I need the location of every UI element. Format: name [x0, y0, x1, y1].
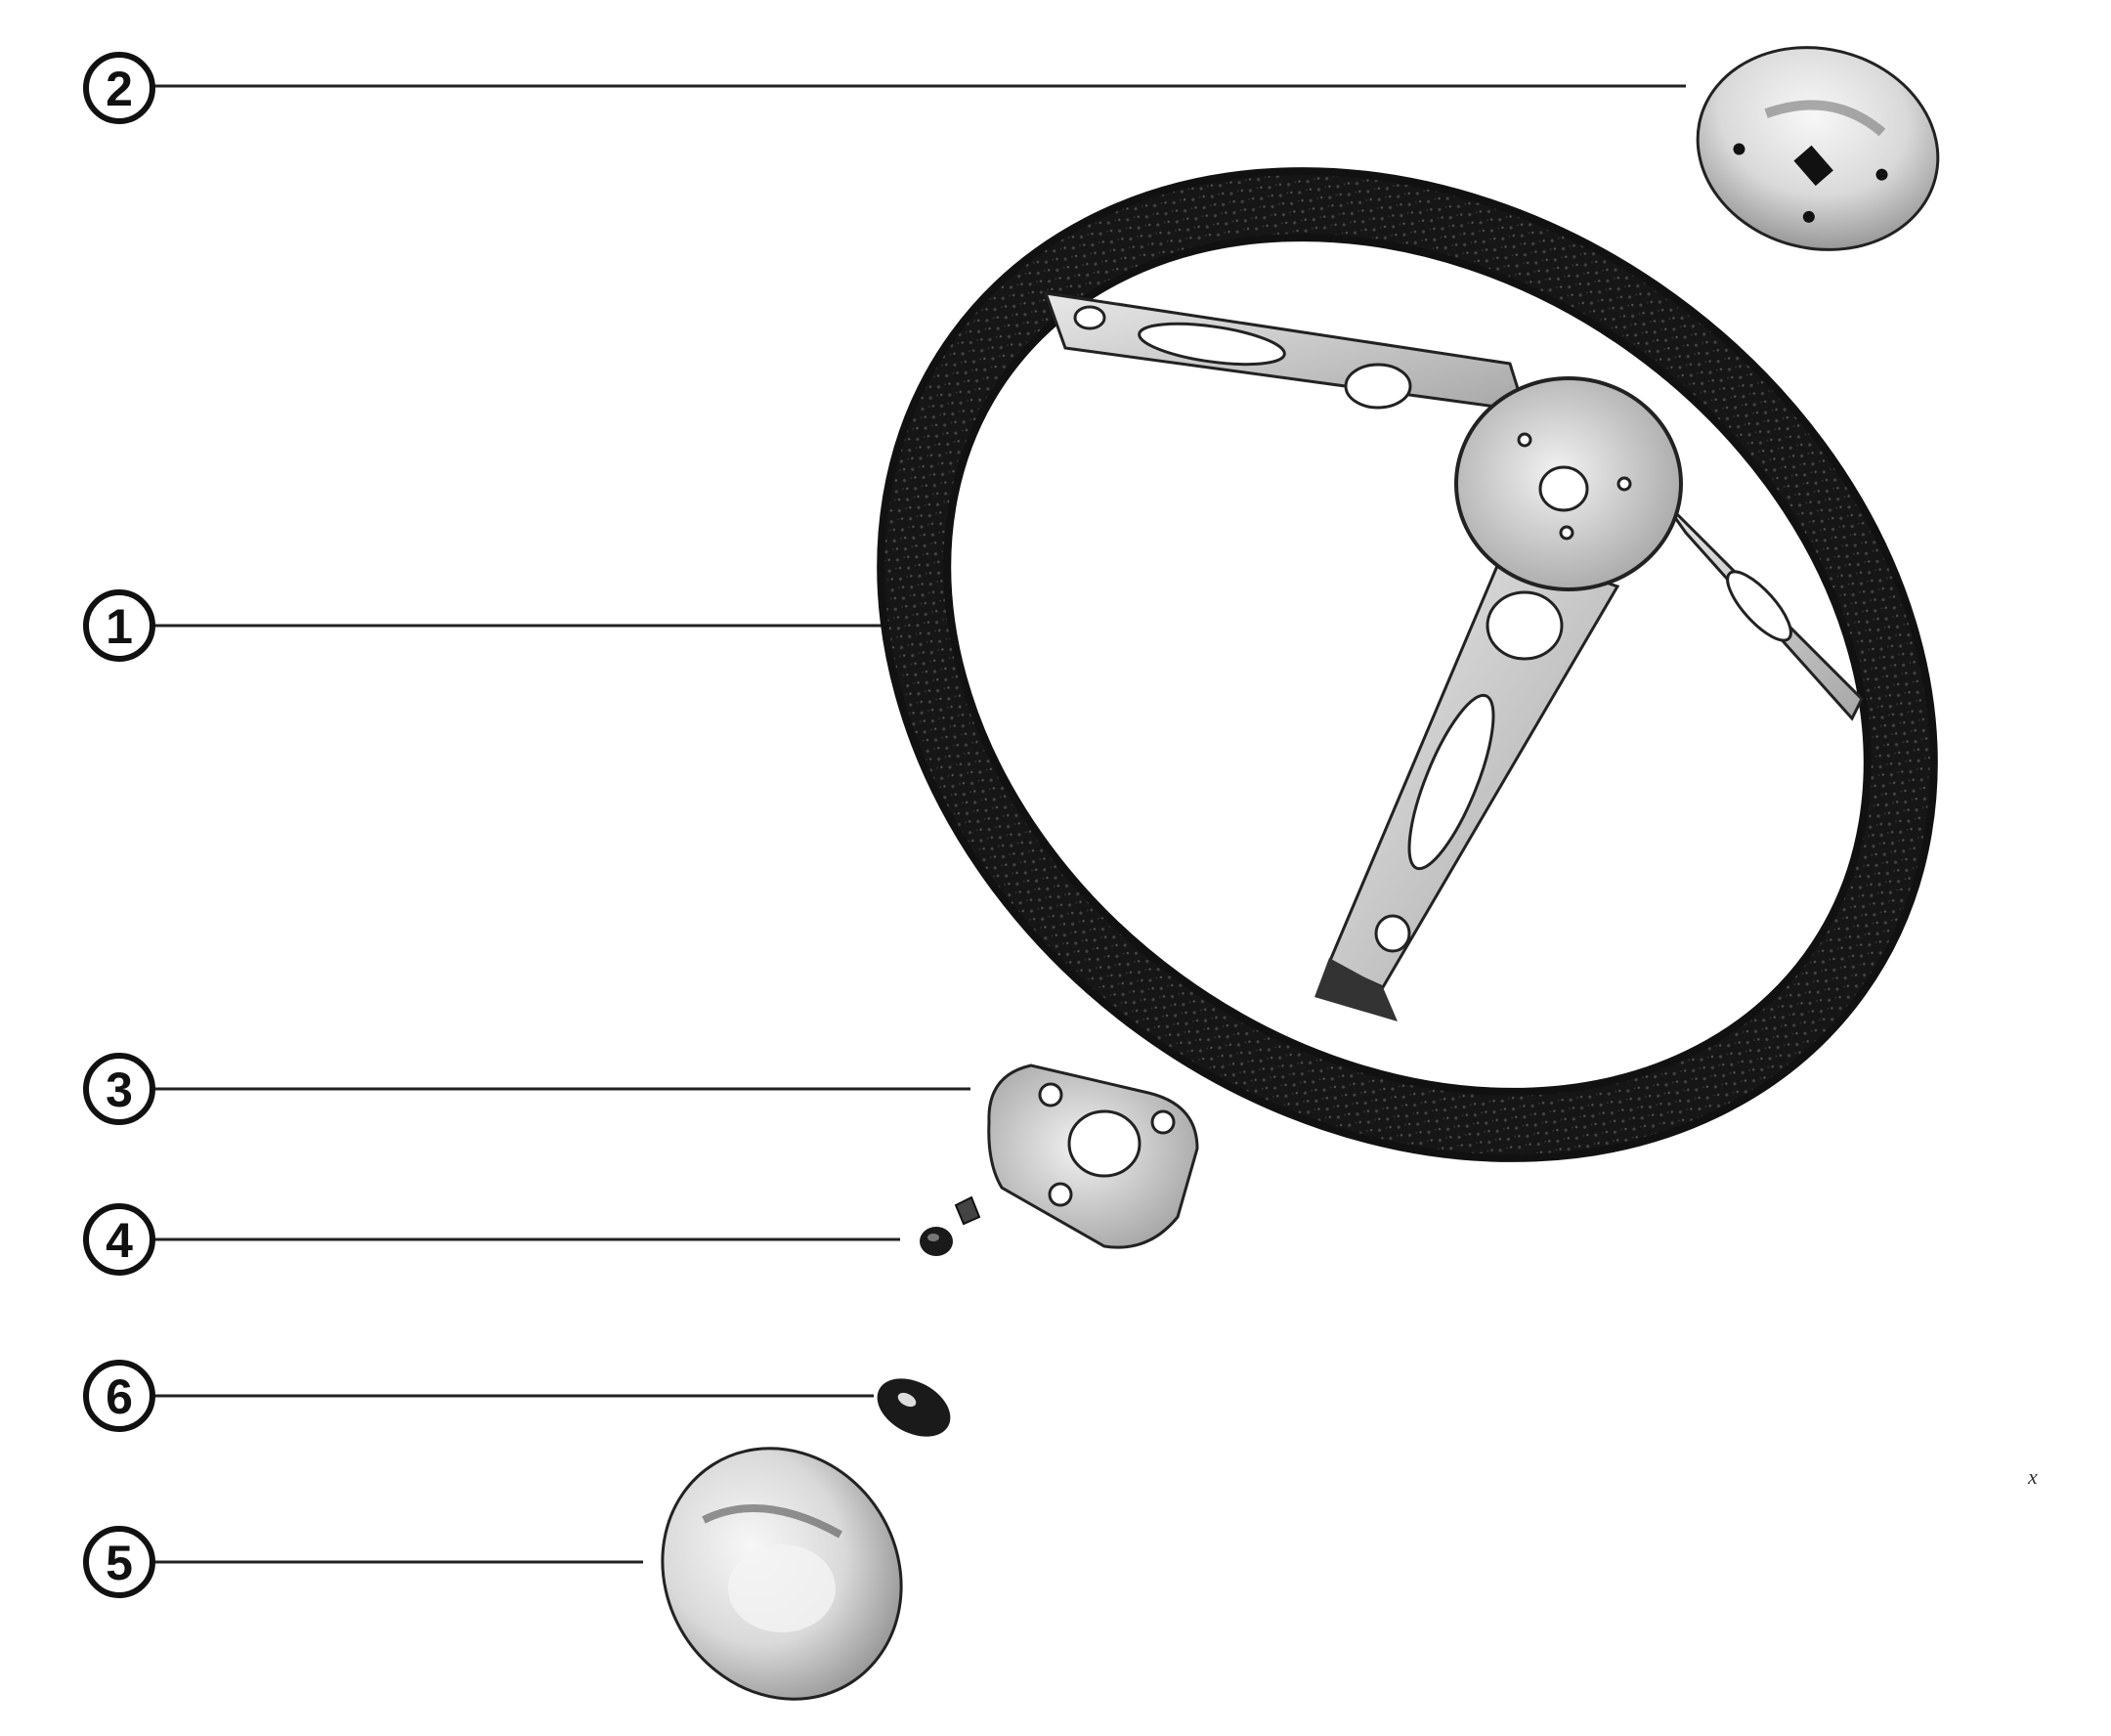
part-mounting-plate: [987, 1063, 1199, 1249]
callout-4: 4: [83, 1203, 155, 1276]
svg-text:5: 5: [106, 1536, 133, 1590]
part-screw: [920, 1195, 981, 1256]
part-center-cap: [661, 1447, 903, 1701]
stray-mark: x: [2027, 1464, 2038, 1489]
svg-text:2: 2: [106, 62, 133, 116]
callout-5: 5: [83, 1526, 155, 1598]
svg-text:3: 3: [106, 1063, 133, 1117]
part-horn-cap: [1696, 46, 1940, 251]
callout-2: 2: [83, 52, 155, 124]
svg-text:6: 6: [106, 1369, 133, 1424]
svg-text:1: 1: [106, 599, 133, 654]
callout-1: 1: [83, 589, 155, 662]
part-washer: [877, 1378, 951, 1437]
callout-6: 6: [83, 1360, 155, 1432]
callout-3: 3: [83, 1053, 155, 1125]
svg-text:4: 4: [106, 1213, 133, 1268]
part-steering-wheel: [877, 167, 1938, 1162]
